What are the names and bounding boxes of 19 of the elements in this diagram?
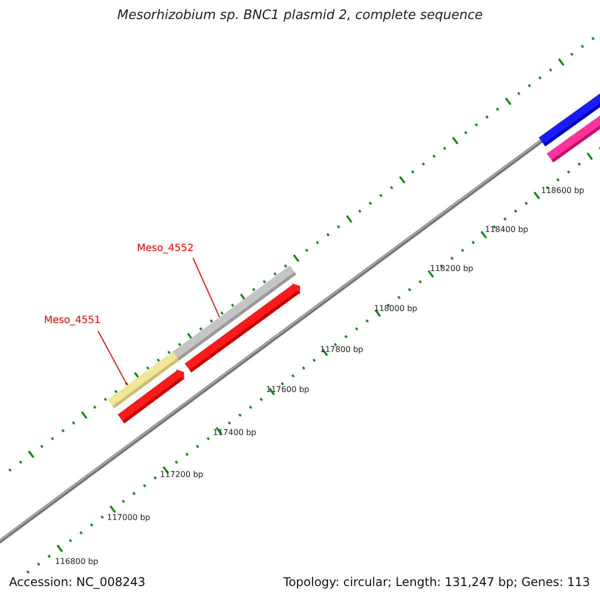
position-label: 117200 bp — [160, 471, 204, 479]
position-label: 117800 bp — [320, 346, 364, 354]
accession-text: Accession: NC_008243 — [9, 576, 146, 588]
title: Mesorhizobium sp. BNC1 plasmid 2, complete sequence — [117, 9, 483, 22]
gene-bar — [108, 352, 180, 408]
position-label: 118600 bp — [541, 187, 584, 195]
gene-label: Meso_4552 — [137, 244, 194, 254]
leader-line — [192, 258, 220, 318]
position-label: 116800 bp — [55, 558, 98, 566]
gene-label: Meso_4551 — [44, 316, 101, 326]
position-label: 118400 bp — [485, 226, 528, 234]
position-label: 118000 bp — [374, 305, 418, 313]
position-label: 117400 bp — [213, 429, 256, 437]
gene-bar — [172, 266, 296, 360]
position-label: 118200 bp — [430, 265, 474, 273]
leader-line — [98, 330, 128, 386]
position-label: 117600 bp — [266, 386, 310, 394]
summary-text: Topology: circular; Length: 131,247 bp; Genes: 113 — [283, 576, 590, 588]
position-label: 117000 bp — [107, 514, 150, 522]
